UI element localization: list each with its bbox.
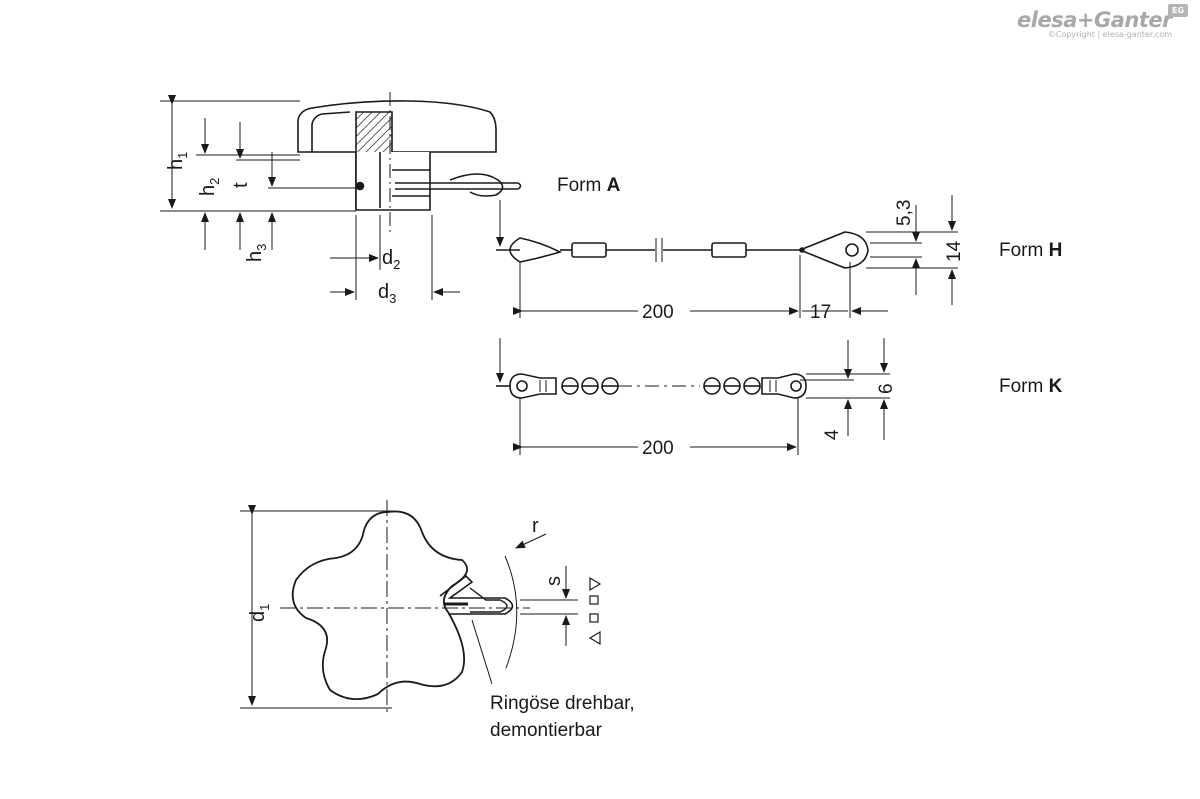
ring-note-line-2: demontierbar: [490, 720, 602, 741]
form-k-dimension-labels: 200 6 4: [642, 383, 897, 459]
star-knob-centerlines: [280, 500, 530, 716]
star-knob-dimension-lines: [240, 505, 578, 709]
dim-h2-label: h2: [197, 178, 222, 196]
form-h-dimension-labels: 200 17 5,3 14: [642, 200, 965, 323]
star-knob-dimension-labels: d1 r s: [247, 515, 565, 622]
form-a-label: Form A: [557, 175, 621, 196]
cap-dimension-labels: h1 h2 t h3 d2 d3: [165, 152, 400, 306]
ring-note-line-1: Ringöse drehbar,: [490, 693, 635, 714]
dim-h3-label: h3: [244, 244, 269, 262]
dim-form-h-hole: 5,3: [894, 200, 915, 226]
dim-h1-label: h1: [165, 152, 190, 170]
dim-d2-label: d2: [382, 247, 400, 272]
form-h-label: Form H: [999, 240, 1063, 261]
form-k-chain: [496, 373, 807, 399]
ring-note: Ringöse drehbar, demontierbar: [490, 690, 635, 744]
dim-r-label: r: [532, 515, 539, 537]
dim-s-label: s: [543, 576, 565, 586]
cap-side-view: [297, 92, 522, 232]
dim-d1-label: d1: [247, 604, 272, 622]
dim-form-h-length: 200: [642, 302, 674, 323]
cap-dimension-lines: [160, 95, 460, 300]
star-knob-top-view: [291, 510, 518, 700]
form-h-dimension-lines: [496, 195, 958, 318]
dim-form-k-length: 200: [642, 438, 674, 459]
form-k-dimension-lines: [496, 338, 890, 455]
brand-copyright: ©Copyright | elesa-ganter.com: [1047, 30, 1172, 39]
dim-d3-label: d3: [378, 281, 396, 306]
dim-t-label: t: [230, 182, 252, 188]
form-k-label: Form K: [999, 376, 1063, 397]
brand-badge: EG: [1168, 4, 1188, 17]
dim-form-h-width: 14: [944, 240, 965, 262]
brand-name: elesa+Ganter: [1017, 8, 1172, 32]
dim-form-k-width: 6: [876, 383, 897, 394]
brand-logo: elesa+Ganter ©Copyright | elesa-ganter.c…: [1017, 4, 1188, 39]
dim-form-h-eye: 17: [810, 302, 831, 323]
form-h-cable: [496, 231, 869, 269]
rotation-marks: [588, 576, 602, 646]
dim-form-k-offset: 4: [822, 429, 843, 440]
